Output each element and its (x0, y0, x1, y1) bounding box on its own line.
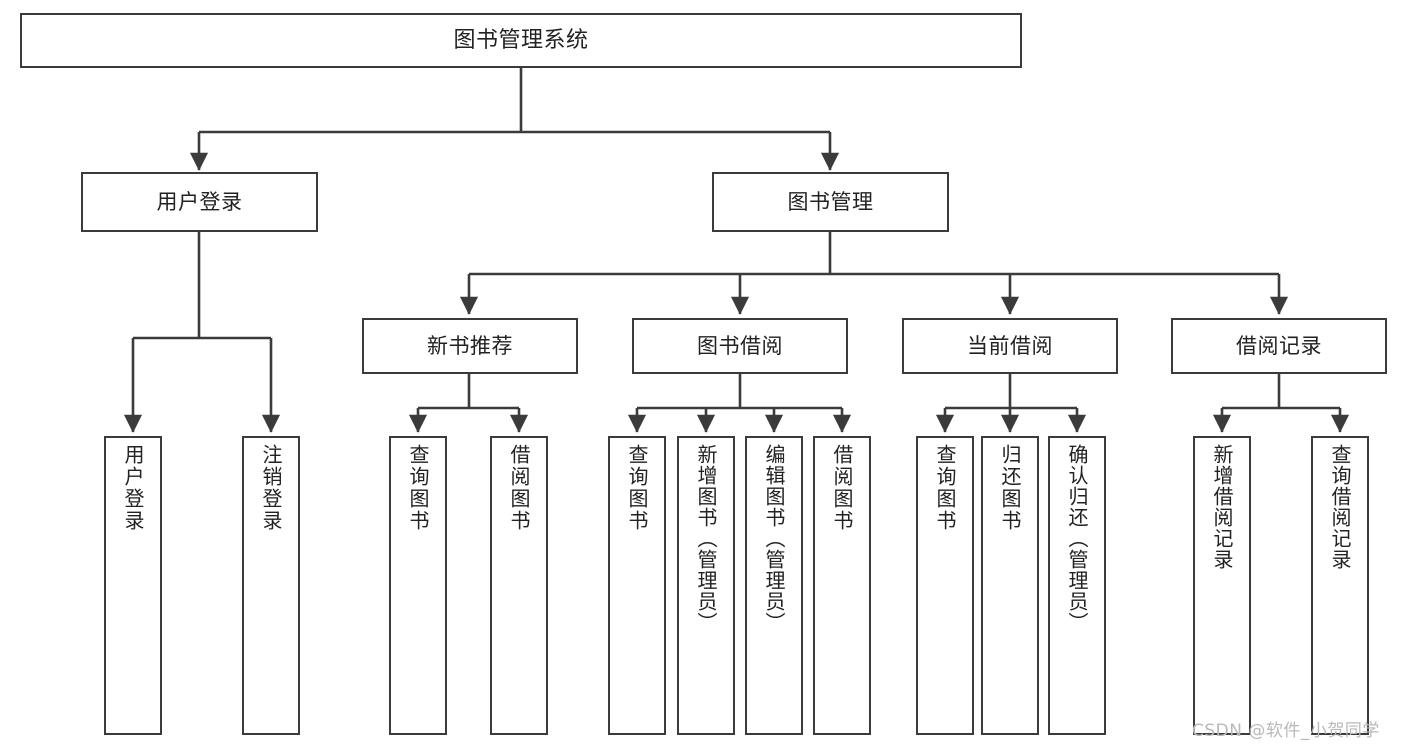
node-book-borrow[interactable]: 图书借阅 (632, 318, 848, 374)
node-leaf-add-book-admin[interactable]: 新增图书（管理员） (677, 436, 735, 735)
node-book-management[interactable]: 图书管理 (712, 172, 949, 232)
node-borrow-record[interactable]: 借阅记录 (1171, 318, 1387, 374)
node-leaf-logout[interactable]: 注销登录 (242, 436, 300, 735)
node-current-borrow[interactable]: 当前借阅 (902, 318, 1118, 374)
node-label: 用户登录 (156, 189, 243, 214)
node-leaf-borrow-book[interactable]: 借阅图书 (813, 436, 871, 735)
node-label: 新增借阅记录 (1210, 444, 1234, 570)
node-user-login[interactable]: 用户登录 (81, 172, 318, 232)
node-label: 查询图书 (625, 444, 649, 532)
node-leaf-edit-book-admin[interactable]: 编辑图书（管理员） (745, 436, 803, 735)
node-label: 归还图书 (998, 444, 1022, 532)
node-label: 图书管理系统 (453, 27, 589, 53)
watermark-text: CSDN @软件_小贺同学 (1192, 721, 1380, 741)
node-leaf-borrow-book-recommend[interactable]: 借阅图书 (490, 436, 548, 735)
node-label: 查询图书 (933, 444, 957, 532)
node-label: 查询借阅记录 (1328, 444, 1352, 570)
node-label: 查询图书 (406, 444, 430, 532)
node-label: 图书管理 (787, 189, 874, 214)
node-leaf-query-book-recommend[interactable]: 查询图书 (389, 436, 447, 735)
node-label: 借阅记录 (1236, 333, 1322, 358)
node-leaf-query-book-borrow[interactable]: 查询图书 (608, 436, 666, 735)
node-leaf-confirm-return-admin[interactable]: 确认归还（管理员） (1048, 436, 1106, 735)
node-label: 借阅图书 (507, 444, 531, 532)
node-leaf-add-borrow-record[interactable]: 新增借阅记录 (1193, 436, 1251, 735)
node-label: 新书推荐 (427, 333, 513, 358)
node-new-book-recommend[interactable]: 新书推荐 (362, 318, 578, 374)
node-label: 图书借阅 (697, 333, 783, 358)
node-leaf-return-book[interactable]: 归还图书 (981, 436, 1039, 735)
node-label: 编辑图书（管理员） (762, 444, 786, 633)
node-label: 新增图书（管理员） (694, 444, 718, 633)
node-leaf-user-login[interactable]: 用户登录 (104, 436, 162, 735)
node-label: 用户登录 (121, 444, 145, 532)
node-label: 确认归还（管理员） (1065, 444, 1089, 633)
node-label: 借阅图书 (830, 444, 854, 532)
node-leaf-query-book-current[interactable]: 查询图书 (916, 436, 974, 735)
node-label: 当前借阅 (967, 333, 1053, 358)
node-label: 注销登录 (259, 444, 283, 532)
node-root-system[interactable]: 图书管理系统 (20, 13, 1022, 68)
node-leaf-query-borrow-record[interactable]: 查询借阅记录 (1311, 436, 1369, 735)
